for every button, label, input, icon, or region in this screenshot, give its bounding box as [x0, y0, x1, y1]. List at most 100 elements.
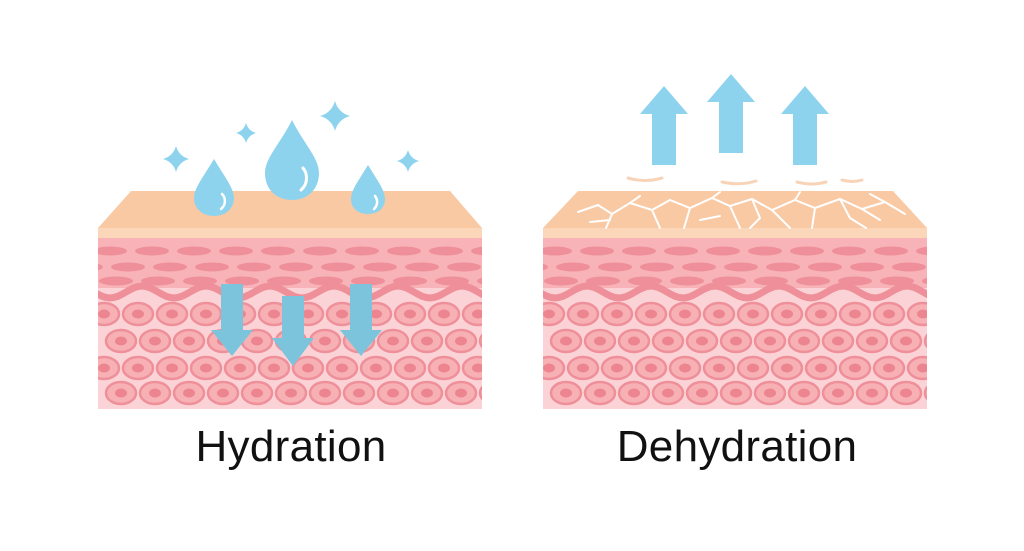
skin-cell — [478, 333, 482, 349]
epidermis-cell — [640, 262, 674, 272]
epidermis-cell — [796, 276, 830, 286]
cell-nucleus — [560, 388, 572, 398]
epidermis-cells — [51, 246, 482, 286]
sparkle-icon — [397, 150, 419, 172]
epidermis-cell — [556, 262, 590, 272]
cell-nucleus — [866, 388, 878, 398]
cell-nucleus — [934, 389, 946, 398]
cell-nucleus — [849, 363, 861, 373]
cell-nucleus — [594, 388, 606, 398]
epidermis-cell — [586, 276, 620, 286]
epidermis-cell — [141, 276, 175, 286]
cell-nucleus — [917, 363, 927, 373]
cell-nucleus — [900, 336, 912, 346]
epidermis-cell — [51, 247, 85, 256]
cell-nucleus — [489, 337, 501, 346]
skin-cell — [923, 385, 927, 401]
epidermis-cell — [57, 277, 91, 286]
epidermis-cell — [916, 246, 927, 256]
epidermis-cell — [724, 262, 758, 272]
cell-nucleus — [149, 388, 161, 398]
cell-nucleus — [628, 388, 640, 398]
cell-nucleus — [455, 336, 467, 346]
cell-nucleus — [883, 309, 895, 319]
epidermis-cell — [351, 276, 385, 286]
cell-nucleus — [815, 309, 827, 319]
dehydration-panel — [543, 74, 946, 409]
cell-nucleus — [611, 309, 623, 319]
hydration-caption: Hydration — [195, 422, 387, 471]
cell-nucleus — [200, 363, 212, 373]
cell-nucleus — [336, 309, 348, 319]
flaking-skin — [626, 176, 864, 186]
epidermis-cell — [748, 246, 782, 256]
cell-nucleus — [645, 363, 657, 373]
droplet-icon — [265, 120, 319, 200]
cell-nucleus — [747, 309, 759, 319]
cell-nucleus — [696, 388, 708, 398]
cell-nucleus — [832, 388, 844, 398]
cell-nucleus — [132, 363, 144, 373]
epidermis-cell — [405, 262, 439, 272]
epidermis-cell — [580, 246, 614, 256]
cell-nucleus — [560, 336, 572, 346]
epidermis-cell — [598, 262, 632, 272]
cell-nucleus — [438, 309, 450, 319]
epidermis-cell — [429, 246, 463, 256]
cell-nucleus — [696, 336, 708, 346]
cell-nucleus — [115, 388, 127, 398]
cell-nucleus — [849, 309, 861, 319]
epidermis-cell — [543, 263, 548, 271]
cell-nucleus — [149, 336, 161, 346]
cell-nucleus — [387, 388, 399, 398]
cell-nucleus — [200, 309, 212, 319]
epidermis-cell — [850, 262, 884, 272]
cell-nucleus — [781, 363, 793, 373]
cell-nucleus — [302, 309, 314, 319]
epidermis-cell — [543, 246, 572, 256]
cell-nucleus — [577, 363, 589, 373]
hydration-panel — [51, 101, 501, 409]
cell-nucleus — [917, 309, 927, 319]
cell-nucleus — [319, 336, 331, 346]
epidermis-cell — [267, 276, 301, 286]
epidermis-cell — [237, 262, 271, 272]
cell-nucleus — [679, 363, 691, 373]
cell-nucleus — [645, 309, 657, 319]
cell-nucleus — [302, 363, 314, 373]
cell-nucleus — [628, 336, 640, 346]
cell-nucleus — [251, 336, 263, 346]
cell-nucleus — [166, 363, 178, 373]
cell-nucleus — [713, 363, 725, 373]
cell-nucleus — [285, 388, 297, 398]
cell-nucleus — [319, 388, 331, 398]
skin-cell — [478, 385, 482, 401]
cell-nucleus — [183, 336, 195, 346]
epidermis-cell — [544, 276, 578, 286]
epidermis-cell — [387, 246, 421, 256]
epidermis-cell — [99, 276, 133, 286]
epidermis-cell — [345, 246, 379, 256]
cell-nucleus — [883, 363, 895, 373]
cell-nucleus — [934, 337, 946, 346]
epidermis-cell — [111, 262, 145, 272]
cell-nucleus — [404, 363, 416, 373]
cell-nucleus — [489, 389, 501, 398]
epidermis-cell — [664, 246, 698, 256]
sparkle-icon — [320, 101, 350, 131]
arrow-up-icon — [781, 86, 829, 165]
cell-nucleus — [577, 309, 589, 319]
epidermis-cell — [766, 262, 800, 272]
cell-nucleus — [455, 388, 467, 398]
cell-nucleus — [234, 363, 246, 373]
epidermis-cell — [98, 263, 103, 271]
epidermis-cell — [153, 262, 187, 272]
epidermis-cell — [790, 246, 824, 256]
epidermis-cell — [712, 276, 746, 286]
cell-nucleus — [764, 336, 776, 346]
epidermis-cell — [225, 276, 259, 286]
cell-nucleus — [370, 363, 382, 373]
droplet-icon — [351, 165, 385, 214]
epidermis-cell — [922, 277, 927, 285]
